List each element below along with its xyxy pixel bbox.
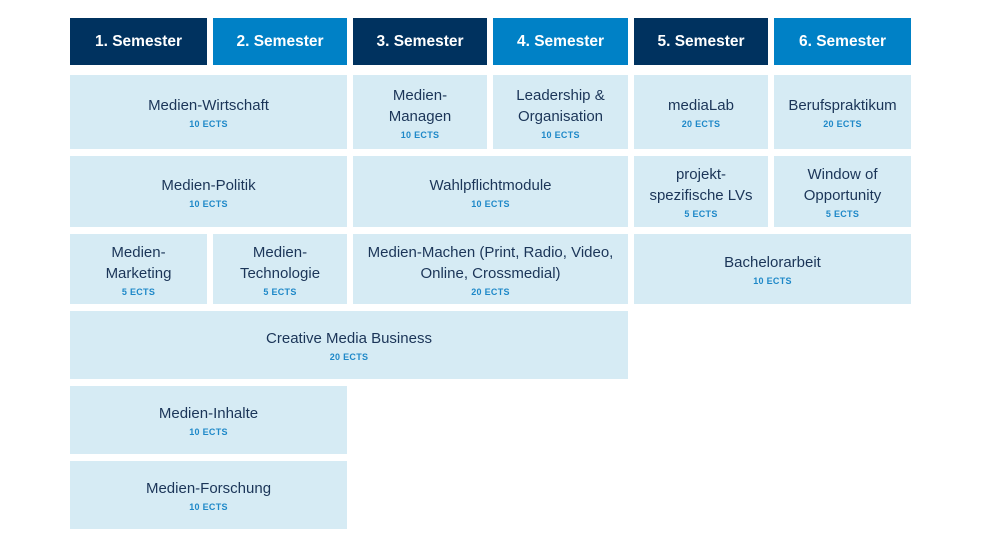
module-ects: 20 ECTS <box>329 352 369 362</box>
semester-3-header: 3. Semester <box>353 18 487 65</box>
module-ects: 10 ECTS <box>189 119 228 129</box>
module-ects: 5 ECTS <box>263 286 297 297</box>
module-title: Medien- Technologie <box>239 243 321 282</box>
module-cell: Medien-Forschung 10 ECTS <box>70 461 347 529</box>
module-title: projekt- spezifische LVs <box>649 166 753 204</box>
module-ects: 5 ECTS <box>825 209 860 219</box>
module-ects: 20 ECTS <box>823 119 862 129</box>
module-ects: 10 ECTS <box>753 276 792 286</box>
semester-1-header: 1. Semester <box>70 18 207 65</box>
module-cell: Medien- Managen 10 ECTS <box>353 75 487 149</box>
module-title: Creative Media Business <box>266 330 432 347</box>
module-title: Medien- Managen <box>388 86 452 125</box>
module-title: Leadership & Organisation <box>516 86 605 125</box>
module-title: Window of Opportunity <box>803 166 882 204</box>
module-ects: 10 ECTS <box>471 198 510 209</box>
module-title: Medien- Marketing <box>105 243 172 282</box>
module-title: Medien-Forschung <box>145 480 272 497</box>
module-cell: Creative Media Business 20 ECTS <box>70 311 628 379</box>
module-cell: Medien- Technologie 5 ECTS <box>213 234 347 304</box>
semester-6-header: 6. Semester <box>774 18 911 65</box>
module-ects: 20 ECTS <box>681 119 721 129</box>
module-ects: 5 ECTS <box>121 286 156 297</box>
module-cell: Wahlpflichtmodule 10 ECTS <box>353 156 628 227</box>
module-title: mediaLab <box>668 97 734 114</box>
module-ects: 20 ECTS <box>471 286 510 297</box>
module-title: Medien-Politik <box>161 176 256 194</box>
module-title: Medien-Inhalte <box>158 405 259 422</box>
module-cell: Medien-Politik 10 ECTS <box>70 156 347 227</box>
module-ects: 10 ECTS <box>400 129 440 140</box>
module-ects: 5 ECTS <box>684 209 718 219</box>
semester-4-header: 4. Semester <box>493 18 628 65</box>
module-title: Wahlpflichtmodule <box>429 176 552 194</box>
module-title: Medien-Wirtschaft <box>148 97 269 114</box>
module-ects: 10 ECTS <box>541 129 580 140</box>
module-ects: 10 ECTS <box>189 502 228 512</box>
semester-2-header: 2. Semester <box>213 18 347 65</box>
module-cell: Medien-Machen (Print, Radio, Video, Onli… <box>353 234 628 304</box>
module-cell: projekt- spezifische LVs 5 ECTS <box>634 156 768 227</box>
module-cell: Leadership & Organisation 10 ECTS <box>493 75 628 149</box>
semester-5-header: 5. Semester <box>634 18 768 65</box>
module-title: Bachelorarbeit <box>724 254 821 271</box>
module-title: Medien-Machen (Print, Radio, Video, Onli… <box>367 243 614 282</box>
module-cell: Medien-Wirtschaft 10 ECTS <box>70 75 347 149</box>
module-ects: 10 ECTS <box>189 198 228 209</box>
module-cell: Medien-Inhalte 10 ECTS <box>70 386 347 454</box>
module-cell: mediaLab 20 ECTS <box>634 75 768 149</box>
module-cell: Bachelorarbeit 10 ECTS <box>634 234 911 304</box>
module-cell: Window of Opportunity 5 ECTS <box>774 156 911 227</box>
module-cell: Berufspraktikum 20 ECTS <box>774 75 911 149</box>
module-cell: Medien- Marketing 5 ECTS <box>70 234 207 304</box>
module-ects: 10 ECTS <box>189 427 228 437</box>
module-title: Berufspraktikum <box>788 97 897 114</box>
